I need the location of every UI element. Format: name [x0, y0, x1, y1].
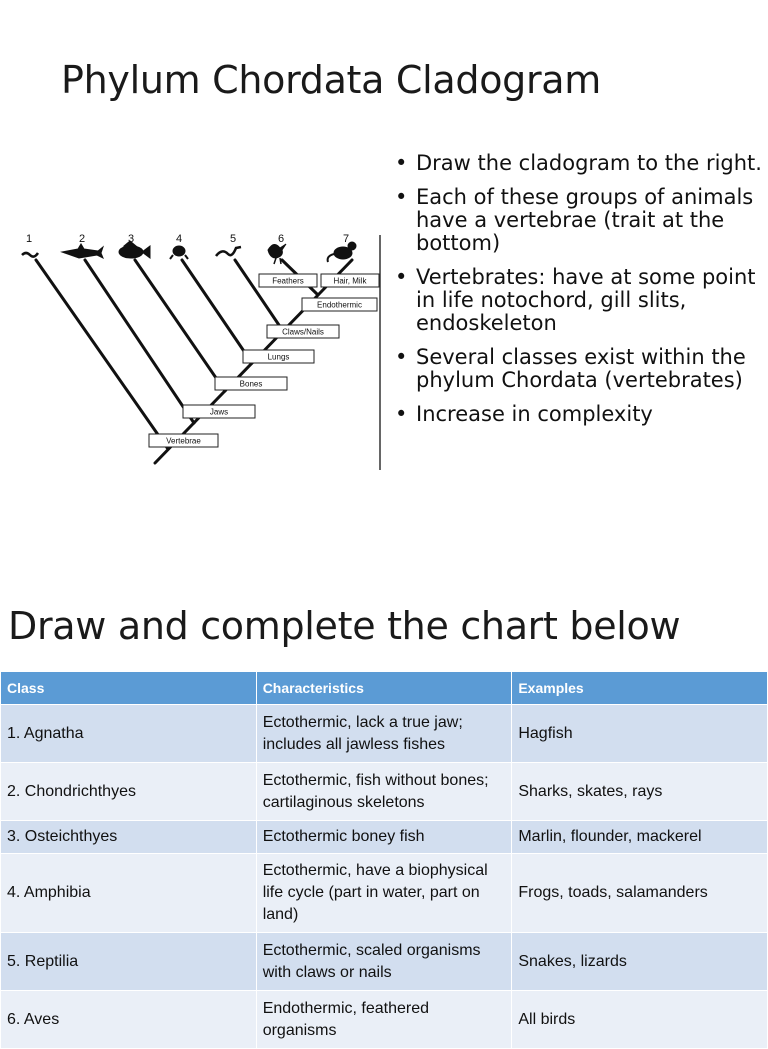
- classes-table: Class Characteristics Examples 1. Agnath…: [0, 671, 768, 1049]
- bullet-item: • Several classes exist within the phylum…: [395, 346, 765, 392]
- trait-label: Feathers: [272, 277, 304, 286]
- bullet-item: • Increase in complexity: [395, 403, 765, 426]
- header-class: Class: [0, 671, 257, 705]
- bullet-text: Increase in complexity: [416, 402, 653, 426]
- branch-3: [133, 258, 227, 393]
- trait-label: Endothermic: [317, 301, 362, 310]
- clade-number: 5: [230, 233, 236, 245]
- table-row: 4. Amphibia Ectothermic, have a biophysi…: [0, 853, 768, 933]
- cell-characteristics: Endothermic, feathered organisms: [255, 990, 513, 1049]
- clade-number: 4: [176, 233, 182, 245]
- frog-legs-icon: [169, 254, 189, 260]
- cell-characteristics: Ectothermic, lack a true jaw; includes a…: [255, 704, 513, 763]
- cell-examples: All birds: [511, 990, 768, 1049]
- cell-characteristics: Ectothermic, fish without bones; cartila…: [255, 762, 513, 821]
- cell-class: 5. Reptilia: [0, 932, 257, 991]
- cell-class: 4. Amphibia: [0, 853, 257, 933]
- cell-examples: Sharks, skates, rays: [511, 762, 768, 821]
- trait-hair-milk: Hair, Milk: [320, 273, 380, 288]
- bullet-text: Several classes exist within the phylum …: [416, 345, 746, 392]
- bird-legs-icon: [273, 257, 282, 265]
- trait-bones: Bones: [214, 376, 288, 391]
- trait-label: Lungs: [268, 353, 290, 362]
- frog-icon: [172, 245, 186, 257]
- lizard-icon: [215, 245, 242, 257]
- bullet-text: Each of these groups of animals have a v…: [416, 185, 754, 255]
- table-row: 6. Aves Endothermic, feathered organisms…: [0, 990, 768, 1049]
- bullet-item: • Draw the cladogram to the right.: [395, 152, 765, 175]
- clade-number: 7: [343, 233, 349, 245]
- trait-endothermic: Endothermic: [301, 297, 378, 312]
- bullet-text: Draw the cladogram to the right.: [416, 151, 762, 175]
- header-characteristics: Characteristics: [255, 671, 513, 705]
- clade-number: 6: [278, 233, 284, 245]
- bullet-glyph: •: [395, 402, 408, 426]
- bullet-glyph: •: [395, 185, 408, 209]
- bullet-text: Vertebrates: have at some point in life …: [416, 265, 756, 335]
- cell-characteristics: Ectothermic boney fish: [255, 820, 513, 854]
- animal-icons: [21, 240, 357, 265]
- slide-title: Phylum Chordata Cladogram: [61, 58, 602, 102]
- table-row: 2. Chondrichthyes Ectothermic, fish with…: [0, 762, 768, 821]
- bullet-glyph: •: [395, 151, 408, 175]
- bullet-item: • Each of these groups of animals have a …: [395, 186, 765, 255]
- trait-claws-nails: Claws/Nails: [266, 324, 340, 339]
- cell-class: 2. Chondrichthyes: [0, 762, 257, 821]
- cell-class: 6. Aves: [0, 990, 257, 1049]
- trait-boxes: Vertebrae Jaws Bones Lungs Claws/Nails E…: [148, 273, 380, 448]
- cell-examples: Snakes, lizards: [511, 932, 768, 991]
- clade-number: 2: [79, 233, 85, 245]
- branch-4: [180, 258, 254, 365]
- clade-number: 3: [128, 233, 134, 245]
- trait-label: Vertebrae: [166, 437, 201, 446]
- header-examples: Examples: [511, 671, 768, 705]
- cell-characteristics: Ectothermic, scaled organisms with claws…: [255, 932, 513, 991]
- table-row: 5. Reptilia Ectothermic, scaled organism…: [0, 932, 768, 991]
- section-title: Draw and complete the chart below: [8, 604, 681, 648]
- trait-label: Jaws: [210, 408, 228, 417]
- trait-label: Bones: [240, 380, 263, 389]
- clade-numbers: 1 2 3 4 5 6 7: [26, 233, 349, 245]
- fish-tail-icon: [141, 245, 151, 259]
- cladogram-figure: 1 2 3 4 5 6 7 Vertebrae Jaws Bones Lungs…: [21, 233, 381, 470]
- branch-1: [34, 258, 170, 451]
- bullet-glyph: •: [395, 265, 408, 289]
- fish-icon: [118, 245, 144, 259]
- trait-label: Hair, Milk: [334, 277, 368, 286]
- trait-feathers: Feathers: [258, 273, 318, 288]
- table-header-row: Class Characteristics Examples: [0, 671, 768, 705]
- bullet-list: • Draw the cladogram to the right. • Each …: [395, 152, 765, 437]
- cell-class: 1. Agnatha: [0, 704, 257, 763]
- cell-examples: Marlin, flounder, mackerel: [511, 820, 768, 854]
- branch-2: [83, 258, 196, 425]
- table-row: 3. Osteichthyes Ectothermic boney fish M…: [0, 820, 768, 854]
- trait-jaws: Jaws: [182, 404, 256, 419]
- branch-5: [233, 258, 285, 333]
- cell-examples: Hagfish: [511, 704, 768, 763]
- mammal-tail-icon: [326, 253, 335, 263]
- cell-class: 3. Osteichthyes: [0, 820, 257, 854]
- cell-characteristics: Ectothermic, have a biophysical life cyc…: [255, 853, 513, 933]
- mammal-icon: [333, 246, 353, 260]
- fish-fin-icon: [122, 240, 138, 247]
- trait-vertebrae: Vertebrae: [148, 433, 219, 448]
- clade-number: 1: [26, 233, 32, 245]
- trait-label: Claws/Nails: [282, 328, 324, 337]
- trait-lungs: Lungs: [242, 349, 315, 364]
- bird-icon: [267, 243, 287, 259]
- lamprey-icon: [21, 251, 40, 258]
- table-row: 1. Agnatha Ectothermic, lack a true jaw;…: [0, 704, 768, 763]
- shark-icon: [60, 243, 105, 260]
- mammal-head-icon: [347, 241, 357, 251]
- bullet-glyph: •: [395, 345, 408, 369]
- bullet-item: • Vertebrates: have at some point in life…: [395, 266, 765, 335]
- cell-examples: Frogs, toads, salamanders: [511, 853, 768, 933]
